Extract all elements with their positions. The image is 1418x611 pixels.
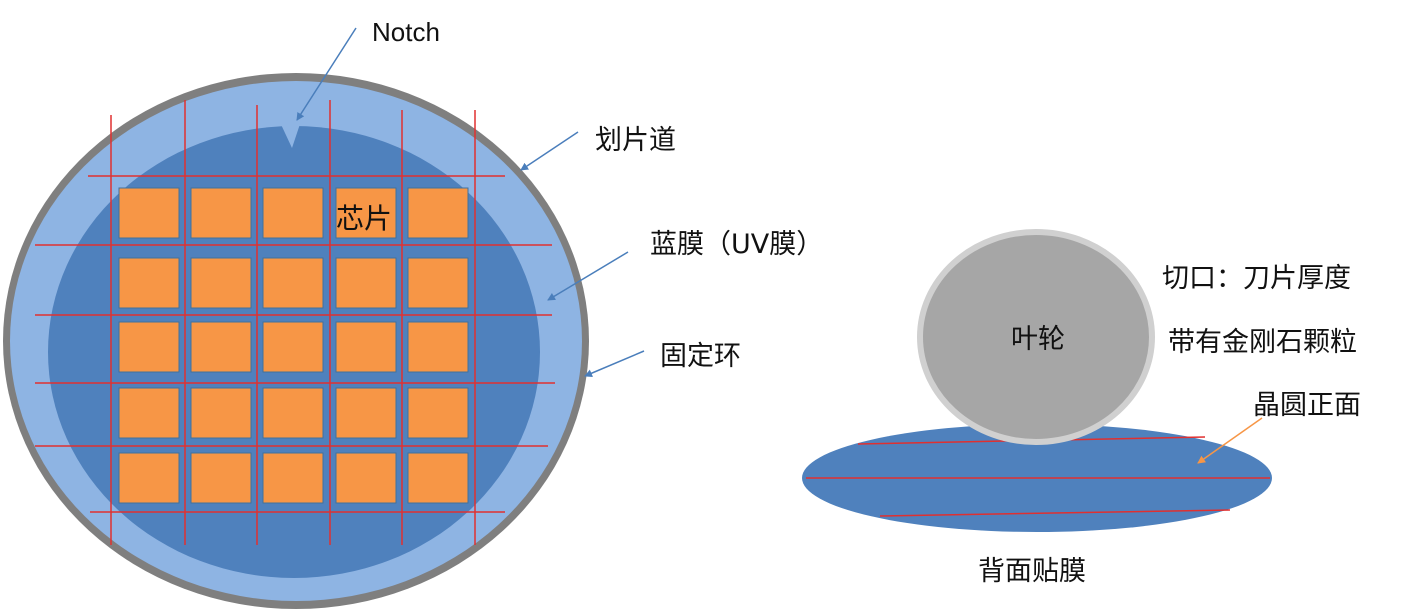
annotation-arrows <box>296 27 1263 464</box>
chip <box>118 387 180 439</box>
chip <box>407 387 469 439</box>
chip <box>262 257 324 309</box>
chip <box>190 321 252 373</box>
notch-arrow <box>296 27 357 121</box>
chip <box>407 257 469 309</box>
scribe-lane-label: 划片道 <box>595 125 676 156</box>
chip-grid <box>118 187 469 504</box>
chip <box>407 187 469 239</box>
chip <box>118 452 180 504</box>
wafer-assembly <box>3 73 589 609</box>
chip <box>190 257 252 309</box>
chip <box>335 321 397 373</box>
chip <box>118 187 180 239</box>
chip <box>262 387 324 439</box>
chip <box>407 321 469 373</box>
chip <box>335 257 397 309</box>
blue-film-label: 蓝膜（UV膜） <box>650 229 823 260</box>
wafer-front-arrow <box>1197 417 1263 464</box>
fixed-ring-arrow <box>584 350 645 377</box>
chip <box>262 452 324 504</box>
wafer-notch <box>278 118 302 148</box>
chip <box>262 187 324 239</box>
chip <box>118 257 180 309</box>
backside-tape-label: 背面贴膜 <box>978 556 1086 587</box>
notch-label: Notch <box>372 17 440 47</box>
fixed-ring-label: 固定环 <box>660 341 741 372</box>
chip <box>262 321 324 373</box>
diamond-label: 带有金刚石颗粒 <box>1168 327 1357 358</box>
chip <box>118 321 180 373</box>
dicing-setup <box>802 229 1272 532</box>
chip <box>190 452 252 504</box>
chip <box>335 187 397 239</box>
impeller-blade <box>917 229 1155 445</box>
chip <box>335 387 397 439</box>
dicing-lines <box>35 100 555 545</box>
chip <box>190 387 252 439</box>
chip <box>190 187 252 239</box>
wafer-front-label: 晶圆正面 <box>1253 390 1361 421</box>
scribe-lane-arrow <box>520 131 579 171</box>
chip <box>407 452 469 504</box>
chip-label: 芯片 <box>336 202 392 235</box>
impeller-label: 叶轮 <box>1011 324 1065 355</box>
kerf-label: 切口：刀片厚度 <box>1162 263 1351 294</box>
chip <box>335 452 397 504</box>
blue-film-arrow <box>547 251 629 301</box>
